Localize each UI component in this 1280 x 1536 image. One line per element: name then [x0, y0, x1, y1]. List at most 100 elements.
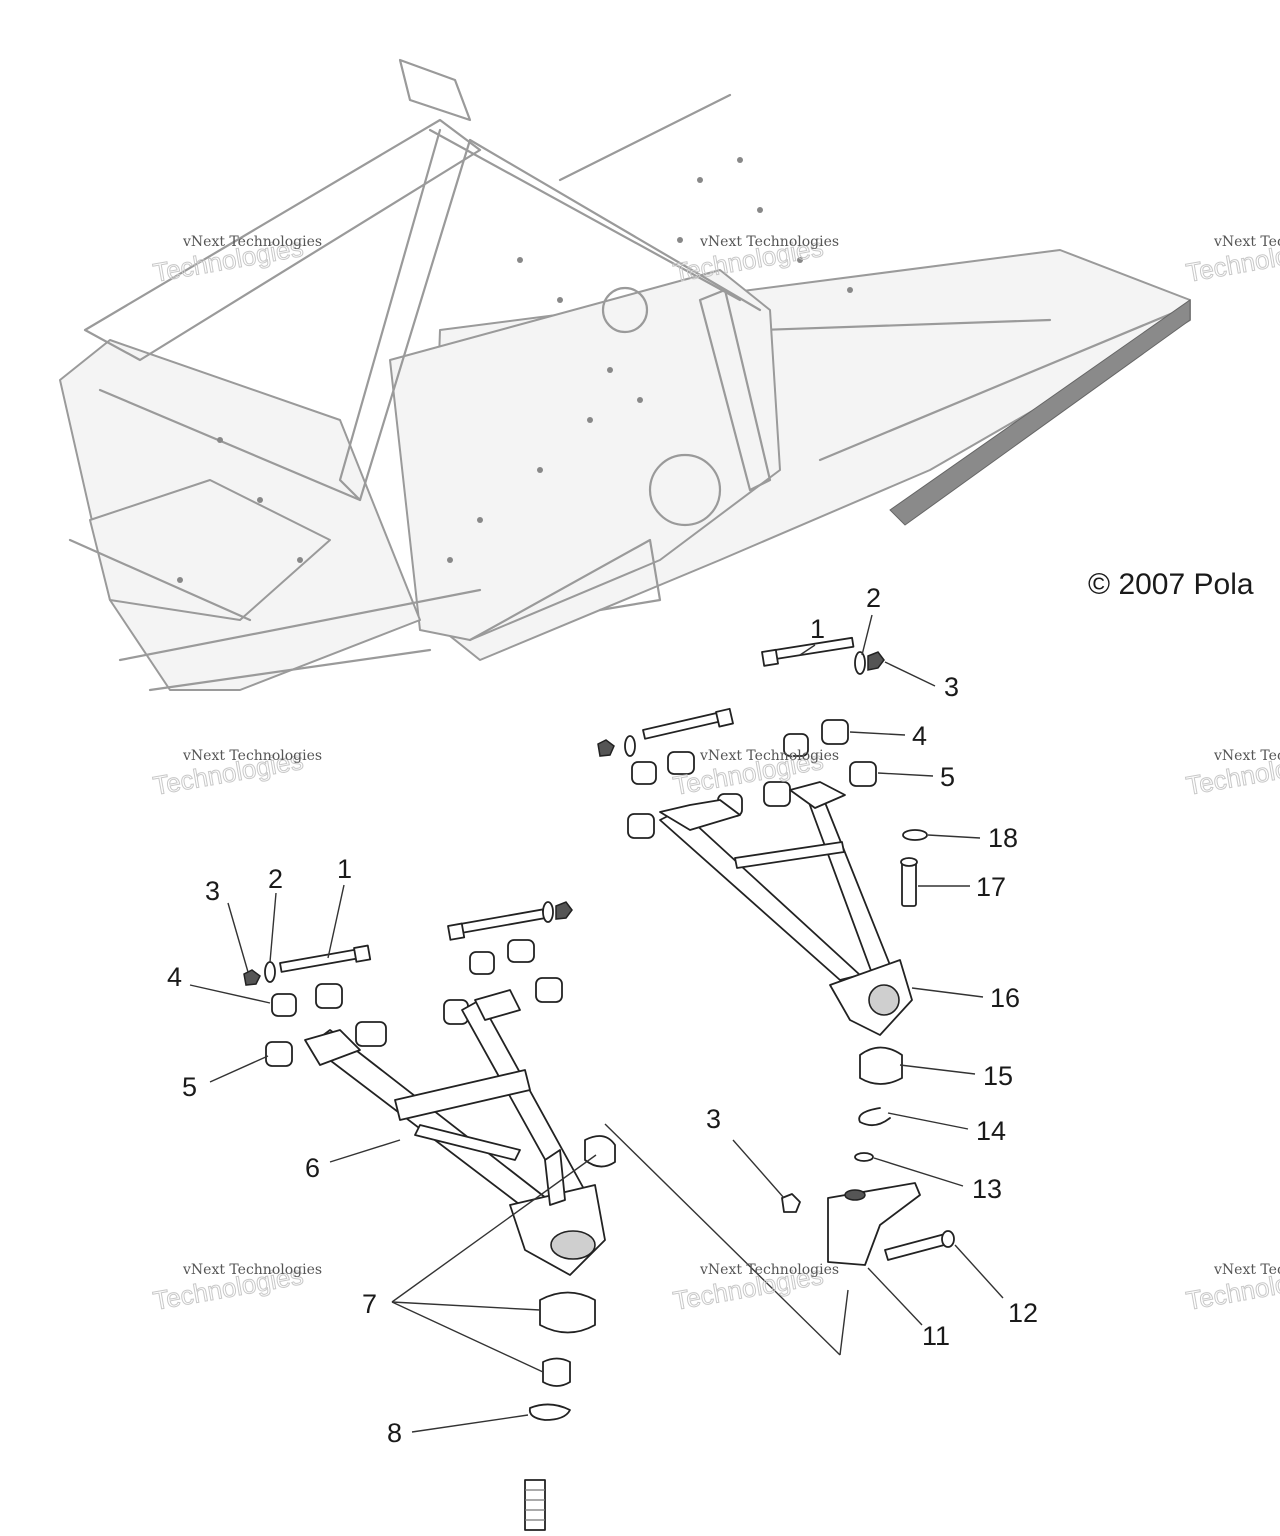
lower-ball-joint-cap [542, 1357, 571, 1387]
svg-text:vNext Technologies: vNext Technologies [182, 1262, 322, 1278]
spindle-stub-threads [525, 1489, 545, 1521]
lower-ball-joint-socket [550, 1230, 596, 1260]
lower-arm-brace-plate [394, 1069, 531, 1121]
callout-16: 16 [990, 983, 1020, 1013]
lower-washer-front [264, 961, 276, 983]
running-board-grip [889, 299, 1191, 526]
side-plate-hole-2 [648, 453, 722, 527]
lower-rail-2 [148, 648, 432, 692]
upper-arm-cross-brace [734, 841, 845, 869]
callout-7: 7 [362, 1289, 377, 1319]
lower-nut-rear [555, 901, 573, 920]
watermark-3: Technologies vNext Technologies [1183, 232, 1280, 289]
spindle-bolt-head [941, 1230, 955, 1248]
upper-pivot-bolt-rear [761, 636, 855, 667]
leader-lines [189, 614, 1004, 1433]
side-plate [389, 269, 781, 641]
diagonal-strut [338, 128, 472, 502]
watermark-6: Technologies vNext Technologies [1183, 745, 1280, 802]
svg-text:vNext Technologies: vNext Technologies [1213, 748, 1280, 764]
top-rail-2 [468, 138, 762, 312]
spindle [827, 1182, 921, 1266]
spindle-pivot [844, 1189, 866, 1201]
callout-3-spindle: 3 [706, 1104, 721, 1134]
top-bracket [398, 58, 472, 122]
lower-rail [118, 588, 482, 662]
svg-text:vNext Technologies: vNext Technologies [699, 748, 839, 764]
chassis-holes [177, 157, 853, 583]
upper-pivot-bolt-front [642, 707, 734, 740]
svg-text:vNext Technologies: vNext Technologies [1213, 1262, 1280, 1278]
watermark-2: Technologies vNext Technologies [670, 232, 839, 289]
ball-joint-circlip [858, 1107, 891, 1127]
callout-1-lower: 1 [337, 854, 352, 884]
watermark-1: Technologies vNext Technologies [150, 232, 322, 289]
lower-arm-brace-bar [414, 1124, 521, 1161]
callout-2-upper: 2 [866, 583, 881, 613]
watermark-8: Technologies vNext Technologies [670, 1260, 839, 1317]
upper-bushings [627, 719, 877, 839]
upper-nut-front [597, 739, 615, 757]
upper-washer-front [624, 735, 636, 757]
callout-1-upper: 1 [810, 614, 825, 644]
upper-ball-joint-socket [868, 984, 900, 1016]
upper-arm-rear-sleeve [789, 781, 846, 809]
shock-bolt-head [900, 857, 918, 867]
svg-text:vNext Technologies: vNext Technologies [699, 234, 839, 250]
lower-pivot-bolt-rear [447, 908, 546, 941]
spindle-bolt [884, 1233, 949, 1261]
svg-text:vNext Technologies: vNext Technologies [699, 1262, 839, 1278]
lower-pivot-bolt-front [279, 944, 372, 973]
watermark-4: Technologies vNext Technologies [150, 745, 322, 802]
lower-arm-front-sleeve [304, 1029, 361, 1066]
shock-bolt [901, 861, 917, 907]
copyright-notice: © 2007 Pola [1088, 568, 1254, 601]
callout-11: 11 [922, 1321, 950, 1351]
callout-5-upper: 5 [940, 762, 955, 792]
watermark-7: Technologies vNext Technologies [150, 1260, 322, 1317]
watermark-9: Technologies vNext Technologies [1183, 1260, 1280, 1317]
callout-15: 15 [983, 1061, 1013, 1091]
spindle-washer [854, 1152, 874, 1162]
callout-3-lower: 3 [205, 876, 220, 906]
lower-ball-joint [539, 1291, 596, 1334]
shock-washer [902, 829, 928, 841]
callout-4-lower: 4 [167, 962, 182, 992]
lower-nut-front [243, 969, 261, 986]
callout-14: 14 [976, 1116, 1006, 1146]
lower-arm-rear-sleeve [474, 989, 521, 1021]
callout-numbers: 1 2 3 4 5 18 17 16 15 14 13 12 11 3 3 2 … [167, 583, 1038, 1448]
upper-ball-joint [859, 1046, 903, 1085]
svg-text:vNext Technologies: vNext Technologies [182, 234, 322, 250]
front-cross-tube [98, 388, 362, 502]
callout-12: 12 [1008, 1298, 1038, 1328]
upper-nut-rear [867, 651, 885, 671]
tunnel-rail-line [758, 318, 1052, 332]
lower-arm-bushing-top [584, 1135, 616, 1168]
lower-front-tube [68, 538, 252, 622]
upper-cross-tube [83, 118, 482, 362]
lower-a-arm-assembly [243, 901, 616, 1531]
chassis-frame [59, 58, 1191, 692]
callout-3-upper: 3 [944, 672, 959, 702]
chassis-lower-edge [468, 538, 662, 642]
spindle-nut [781, 1193, 801, 1213]
upper-a-arm-assembly [597, 636, 955, 1266]
callout-5-lower: 5 [182, 1072, 197, 1102]
callout-6: 6 [305, 1153, 320, 1183]
lower-arm-rear-tube [461, 999, 591, 1209]
bulkhead-face [89, 479, 331, 621]
callout-4-upper: 4 [912, 721, 927, 751]
callout-13: 13 [972, 1174, 1002, 1204]
tunnel-edge-line [558, 93, 732, 182]
hoop-upright [698, 288, 772, 492]
upper-washer-rear [854, 651, 866, 675]
callout-2-lower: 2 [268, 864, 283, 894]
callout-18: 18 [988, 823, 1018, 853]
lower-bushings [265, 939, 563, 1067]
lower-arm-front-tube [309, 1029, 556, 1221]
running-board-line [818, 308, 1182, 462]
upper-arm-front-sleeve [659, 799, 741, 831]
side-plate-hole-1 [601, 286, 649, 334]
